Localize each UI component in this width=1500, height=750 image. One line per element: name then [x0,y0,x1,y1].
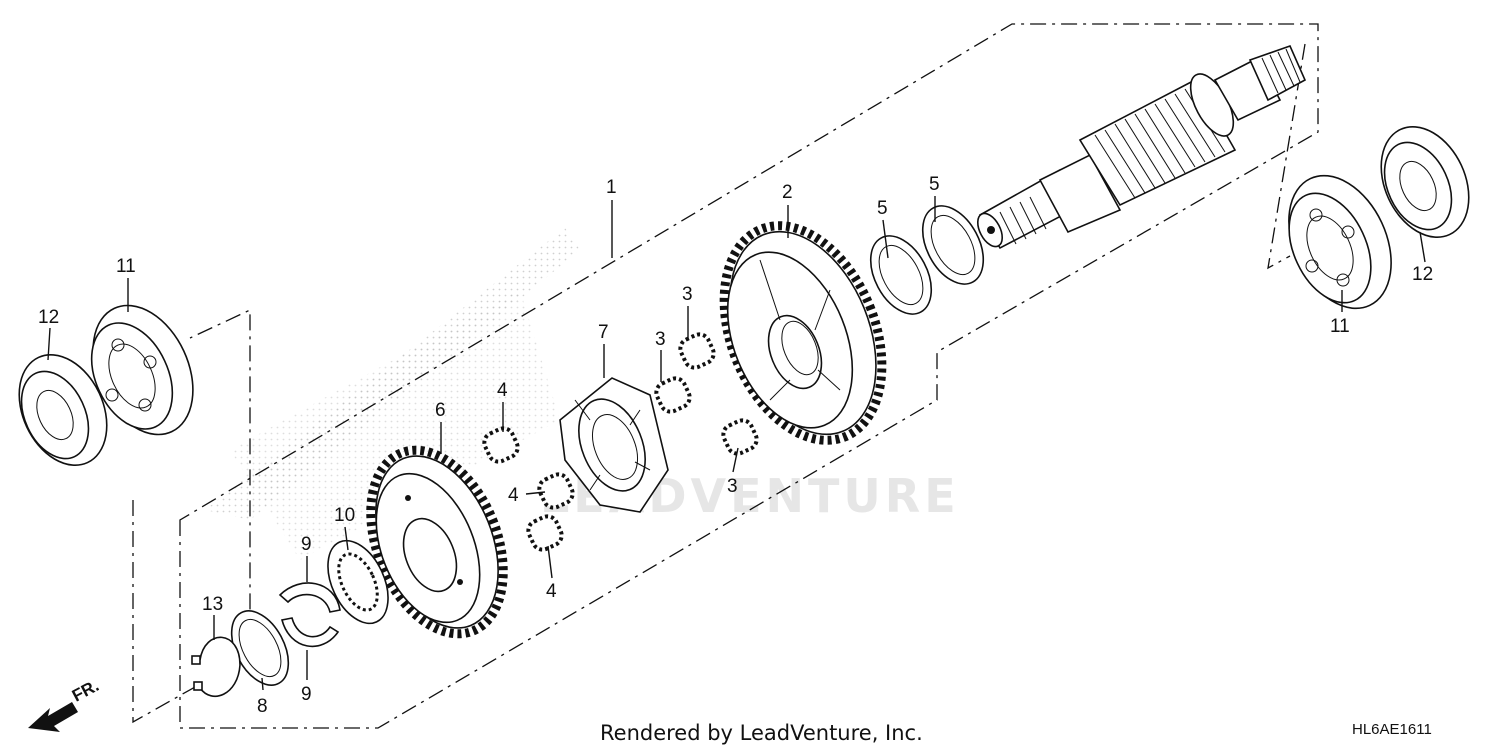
callout-2[interactable]: 2 [782,182,793,203]
leader-lines [47,196,1426,691]
counter-gear[interactable] [345,431,528,654]
callout-7[interactable]: 7 [598,322,609,343]
ball-bearing-left[interactable] [73,289,212,450]
callouts: 1 2 3 3 3 3 4 4 4 4 5 5 6 7 8 9 9 10 11 … [38,174,1433,717]
callout-10[interactable]: 10 [334,505,355,526]
callout-5[interactable]: 5 [929,174,940,195]
callout-11[interactable]: 11 [116,256,136,277]
right-bearing-outline [1267,43,1306,270]
callout-6[interactable]: 6 [435,400,446,421]
damper-spring[interactable] [653,375,693,415]
oil-seal-right[interactable] [1364,113,1486,252]
callout-12[interactable]: 12 [38,307,59,328]
spline-collar[interactable] [316,531,400,633]
callout-4[interactable]: 4 [546,581,557,602]
driven-gear[interactable] [694,202,911,464]
callout-11[interactable]: 11 [1330,316,1350,337]
callout-9[interactable]: 9 [301,534,312,555]
callout-4[interactable]: 4 [508,485,519,506]
damper-spring[interactable] [536,471,576,511]
callout-8[interactable]: 8 [257,696,268,717]
callout-5[interactable]: 5 [877,198,888,219]
callout-9[interactable]: 9 [301,684,312,705]
diagram-code: HL6AE1611 [1352,721,1432,738]
thrust-washer[interactable] [910,196,995,295]
mainshaft[interactable] [973,45,1307,251]
direction-label: FR. [69,676,102,706]
damper-spring[interactable] [525,513,565,553]
callout-3[interactable]: 3 [655,329,666,350]
circlip[interactable] [191,636,241,698]
damper-hub[interactable] [559,377,669,513]
callout-1[interactable]: 1 [606,177,617,198]
thrust-washer[interactable] [858,226,943,325]
callout-12[interactable]: 12 [1412,264,1433,285]
split-cotter[interactable] [278,582,341,648]
damper-spring[interactable] [677,331,717,371]
callout-13[interactable]: 13 [202,594,223,615]
damper-spring[interactable] [481,425,521,465]
callout-4[interactable]: 4 [497,380,508,401]
callout-3[interactable]: 3 [682,284,693,305]
ball-bearing-right[interactable] [1269,159,1412,325]
footer-credit: Rendered by LeadVenture, Inc. [600,721,923,745]
front-direction-arrow: FR. [28,676,102,732]
oil-seal-left[interactable] [2,341,124,480]
damper-spring[interactable] [720,417,760,457]
callout-3[interactable]: 3 [727,476,738,497]
